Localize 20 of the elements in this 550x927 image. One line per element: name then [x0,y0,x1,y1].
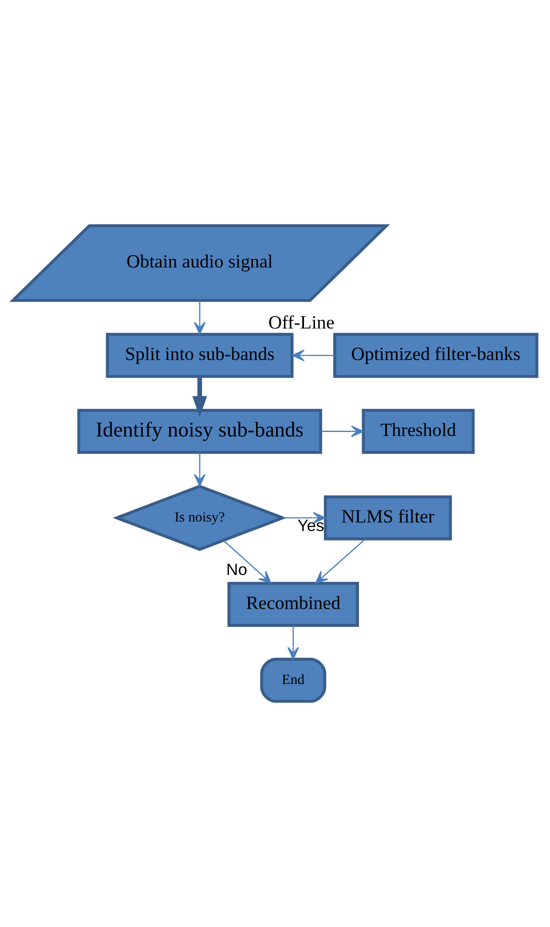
arrow [320,426,364,438]
edge-label: No [226,560,248,579]
arrow [292,350,334,362]
node-box: Split into sub-bands [106,332,294,378]
arrow [194,452,206,487]
arrow [282,512,326,524]
arrow [287,626,300,660]
node-diamond: Is noisy? [112,484,287,551]
arrow [194,300,206,334]
node-label: Off-Line [268,312,334,334]
arrow [223,540,272,584]
node-box: End [260,658,326,703]
node-box: Recombined [227,582,359,627]
edge-label: Yes [298,516,324,535]
node-box: Identify noisy sub-bands [77,408,322,454]
arrow [315,538,366,584]
arrow [192,376,208,418]
node-box: NLMS filter [324,495,452,540]
node-box: Optimized filter-banks [333,332,538,378]
node-box: Threshold [362,408,475,454]
